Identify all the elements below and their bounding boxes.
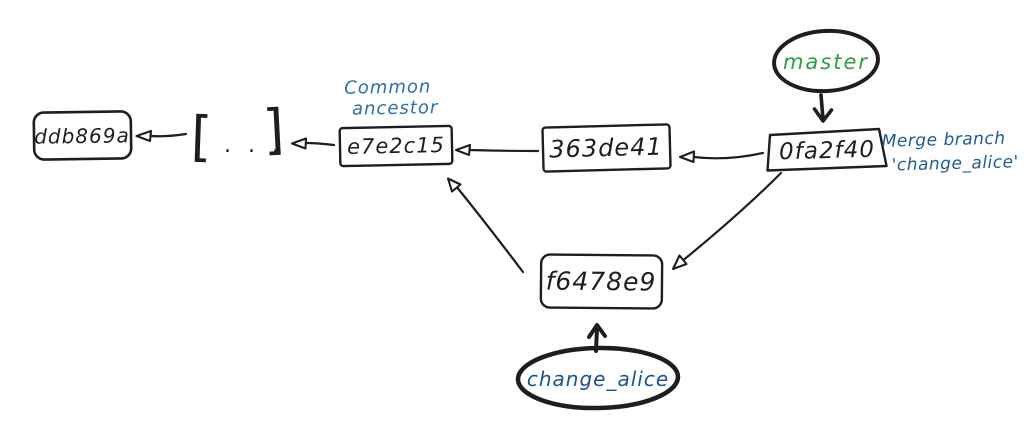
ellipsis-dots: . . . [224,133,284,158]
commit-box [539,253,664,310]
commit-box [338,124,454,168]
arrow-e7e2c15-to-ellipsis [290,137,336,150]
arrow-head [587,323,607,339]
arrow-head [671,254,688,271]
arrow-head [454,143,472,157]
commit-hash: e7e2c15 [347,133,445,159]
commit-box [541,123,672,173]
arrow-line [149,132,188,138]
ellipsis-bracket-left: [ [190,105,213,169]
commit-node-363de41: 363de41 [541,123,672,173]
arrow-head [812,107,834,123]
branch-label-master: master [783,50,869,74]
commit-node-e7e2c15: e7e2c15 [338,124,454,168]
arrow-head [446,177,462,193]
master-oval [772,28,880,94]
change-alice-oval [515,345,681,411]
annotation-line: ancestor [352,97,439,120]
arrow-head [678,150,696,164]
annotation-merge-branch: Merge branch 'change_alice' [881,129,1019,176]
arrow-ellipsis-to-ddb869a [135,129,188,143]
commit-box [766,127,888,172]
annotation-line: Common [344,76,431,99]
commit-hash: ddb869a [34,123,130,148]
ellipsis-node: [ . . . ] [190,97,286,168]
commit-hash: f6478e9 [546,267,657,297]
arrow-master-to-0fa2f40 [812,93,834,123]
annotation-common-ancestor: Common ancestor [344,76,439,120]
commit-node-f6478e9: f6478e9 [539,253,664,310]
arrow-line [692,151,765,160]
commit-hash: 0fa2f40 [779,137,875,165]
arrow-0fa2f40-to-363de41 [678,150,765,164]
arrow-line [468,148,540,153]
commit-node-0fa2f40: 0fa2f40 [766,127,888,172]
arrow-0fa2f40-to-f6478e9 [671,171,783,271]
arrow-363de41-to-e7e2c15 [454,143,540,157]
commit-node-ddb869a: ddb869a [32,110,133,161]
branch-badge-master: master [772,28,880,94]
arrow-f6478e9-to-e7e2c15 [446,177,525,274]
arrow-head [290,137,308,150]
annotation-line: Merge branch [881,129,1005,152]
arrow-line [304,141,336,147]
ellipsis-bracket-right: ] [261,97,285,161]
branch-label-change-alice: change_alice [527,367,669,391]
arrow-line [454,184,525,274]
arrow-line [819,93,825,121]
annotation-line: 'change_alice' [891,152,1019,175]
commit-hash: 363de41 [549,133,663,164]
branch-badge-change-alice: change_alice [515,345,681,411]
arrow-head [135,129,153,143]
commit-box [32,110,133,161]
arrow-line [679,171,783,264]
